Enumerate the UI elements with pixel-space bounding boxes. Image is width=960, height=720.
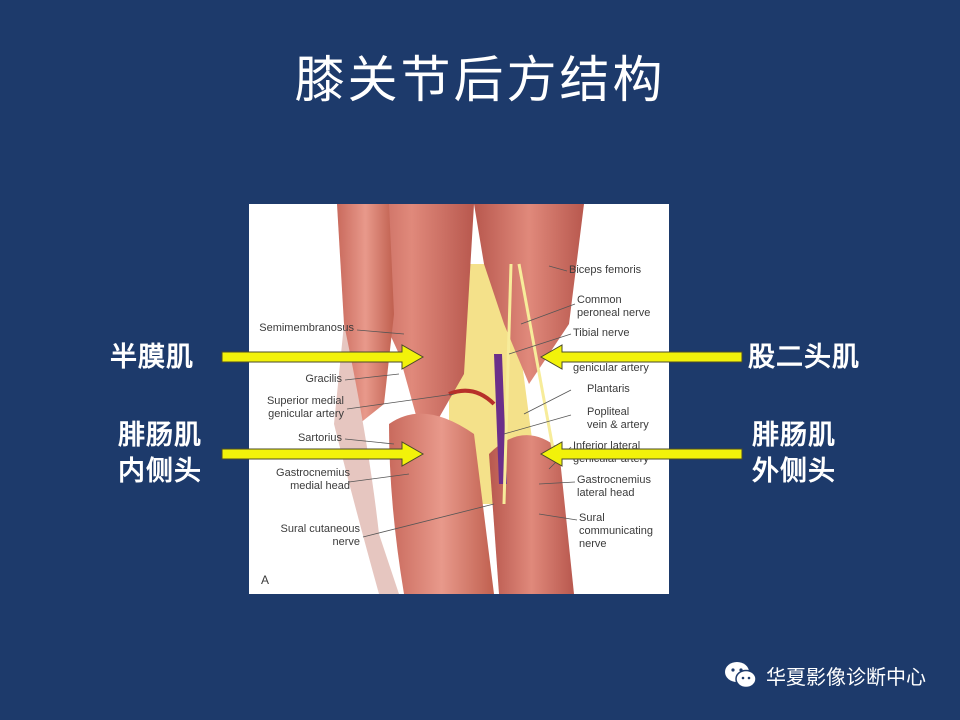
anatomy-figure: Semimembranosus Gracilis Superior medial…	[249, 204, 669, 594]
label-tibial-nerve: Tibial nerve	[573, 327, 630, 339]
label-plantaris: Plantaris	[587, 383, 630, 395]
label-gastrocnemius-medial-head: Gastrocnemius medial head	[276, 467, 350, 492]
brand-name: 华夏影像诊断中心	[766, 664, 926, 689]
label-gastrocnemius-lateral-cn: 腓肠肌 外侧头	[752, 420, 836, 487]
label-genicular-artery: genicular artery	[573, 362, 649, 374]
tibial-nerve	[502, 263, 513, 505]
label-semimembranosus-cn: 半膜肌	[110, 342, 194, 373]
label-semimembranosus: Semimembranosus	[259, 322, 354, 334]
label-sural-communicating-nerve: Sural communicating nerve	[579, 512, 653, 550]
label-popliteal-vein-artery: Popliteal vein & artery	[587, 406, 649, 431]
label-common-peroneal-nerve: Common peroneal nerve	[577, 294, 651, 319]
peroneal-nerve	[517, 263, 556, 455]
gastrocnemius-lateral-head	[489, 435, 574, 594]
arrow-left-bottom	[539, 441, 743, 467]
popliteal-vessels	[494, 354, 507, 484]
footer-brand: 华夏影像诊断中心	[724, 660, 926, 690]
label-biceps-femoris-cn: 股二头肌	[748, 342, 860, 373]
label-sural-cutaneous-nerve: Sural cutaneous nerve	[280, 523, 361, 548]
leader-lines	[344, 265, 578, 538]
arrow-right-top	[221, 344, 425, 370]
knee-posterior-illustration	[334, 204, 584, 594]
wechat-icon	[725, 662, 757, 689]
label-gastrocnemius-medial-cn: 腓肠肌 内侧头	[118, 420, 202, 487]
label-biceps-femoris: Biceps femoris	[569, 264, 642, 276]
label-gastrocnemius-lateral-head: Gastrocnemius lateral head	[577, 474, 651, 499]
label-sartorius: Sartorius	[297, 432, 342, 444]
arrow-left-top	[539, 344, 743, 370]
label-gracilis: Gracilis	[305, 373, 342, 385]
slide-title: 膝关节后方结构	[294, 51, 666, 109]
panel-letter: A	[261, 573, 270, 587]
arrow-right-bottom	[221, 441, 425, 467]
genicular-artery	[448, 388, 496, 406]
label-superior-medial-genicular-artery: Superior medial genicular artery	[266, 395, 344, 420]
